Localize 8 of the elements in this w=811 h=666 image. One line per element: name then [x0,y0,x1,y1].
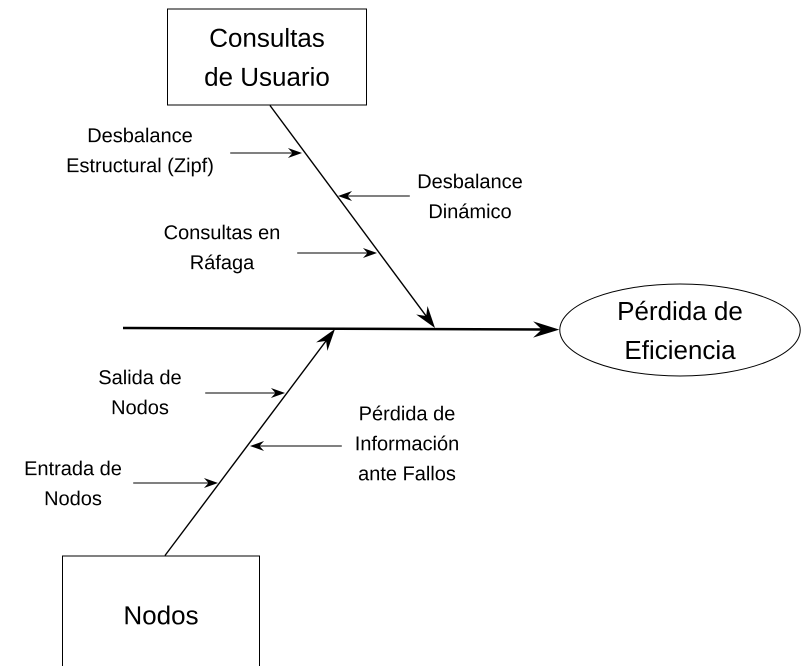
cause-label: Entrada de Nodos [26,460,121,506]
cause-label: Pérdida de Información ante Fallos [356,406,458,480]
category-box: Consultas de Usuario [167,8,367,106]
cause-label: Desbalance Dinámico [418,174,522,218]
cause-label: Desbalance Estructural (Zipf) [68,128,213,176]
cause-label: Salida de Nodos [99,370,181,414]
cause-label: Consultas en Ráfaga [164,224,280,274]
category-box: Nodos [62,556,260,666]
